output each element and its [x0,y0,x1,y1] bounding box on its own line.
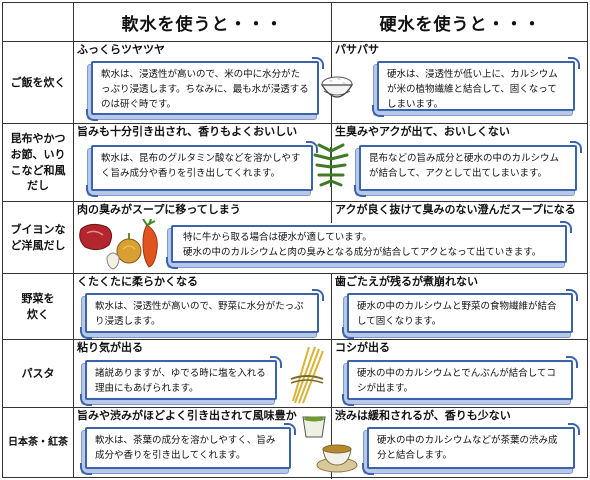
row-divider [3,407,587,408]
dashi-hard-note: 昆布などの旨み成分と硬水の中のカルシウムが結合して、アクとして出てしまいます。 [354,141,582,197]
bouillon-text-2: 硬水の中のカルシウムと肉の臭みとなる成分が結合してアクとなって出ていきます。 [183,247,542,258]
vegetables-soft-text: 軟水は、浸透性が高いので、野菜に水分がたっぷり浸透します。 [95,301,304,327]
row-label-vegetables: 野菜を炊く [3,274,73,339]
pasta-hard-note: 硬水の中のカルシウムとでんぷんが結合してコシが出ます。 [342,356,578,406]
row-label-dashi-text: 昆布やかつお節、いりこなど和風だし [10,131,66,193]
row-label-bouillon-text: ブイヨンなど洋風だし [10,222,66,252]
pasta-soft-note: 諸説ありますが、ゆでる時に塩を入れる理由にもあげられます。 [80,356,282,406]
column-divider [331,3,332,201]
row-label-vegetables-text: 野菜を炊く [21,291,55,321]
dashi-hard-headline: 生臭みやアクが出て、おいしくない [335,125,510,138]
row-label-dashi: 昆布やかつお節、いりこなど和風だし [3,124,73,201]
row-divider [3,273,587,274]
rice-soft-note: 軟水は、浸透性が高いので、米の中に水分がたっぷり浸透します。ちなみに、最も水が浸… [86,57,324,121]
vegetables-hard-text: 硬水の中のカルシウムと野菜の食物繊維が結合して固くなります。 [357,301,557,327]
rice-bowl-icon [320,76,354,98]
pasta-hard-headline: コシが出る [335,341,390,354]
pasta-soft-text: 諸説ありますが、ゆでる時に塩を入れる理由にもあげられます。 [95,368,266,394]
pasta-soft-headline: 粘り気が出る [77,341,143,354]
tea-hard-note: 硬水の中のカルシウムなどが茶葉の渋み成分と結合します。 [362,423,580,475]
meat-onion-garlic-carrot-icon [79,219,158,270]
pasta-hard-text: 硬水の中のカルシウムとでんぷんが結合してコシが出ます。 [357,368,556,394]
soft-water-header: 軟水を使うと・・・ [121,14,284,35]
column-divider [331,273,332,479]
row-label-pasta: パスタ [21,366,55,380]
bouillon-text-1: 特に牛から取る場合は硬水が適しています。 [183,232,372,243]
bouillon-hard-headline: アクが良く抜けて臭みのない澄んだスープになる [335,203,576,216]
dashi-hard-text: 昆布などの旨み成分と硬水の中のカルシウムが結合して、アクとして出てしまいます。 [369,153,560,179]
kelp-icon [313,143,349,187]
dashi-soft-headline: 旨みも十分引き出され、香りもよくおいしい [77,125,298,138]
tea-cups-icon [302,416,358,473]
row-divider [3,201,587,202]
vegetables-soft-headline: くたくたに柔らかくなる [77,275,198,288]
dashi-soft-text: 軟水は、昆布のグルタミン酸などを溶かしやすく旨み成分や香りを引き出してくれます。 [101,153,301,179]
vegetables-hard-headline: 歯ごたえが残るが煮崩れない [335,275,478,288]
row-label-tea: 日本茶・紅茶 [8,437,68,449]
tea-soft-text: 軟水は、茶葉の成分を溶かしやすく、旨み成分や香りを引き出してくれます。 [95,435,276,461]
rice-hard-note: 硬水は、浸透性が低い上に、カルシウムが米の植物繊維と結合して、固くなってしまいま… [372,57,580,117]
tea-soft-note: 軟水は、茶葉の成分を溶かしやすく、旨み成分や香りを引き出してくれます。 [80,423,296,475]
bouillon-note: 特に牛から取る場合は硬水が適しています。 硬水の中のカルシウムと肉の臭みとなる成… [166,221,572,269]
row-label-rice: ご飯を炊く [10,75,66,89]
row-divider [3,339,587,340]
rice-soft-text: 軟水は、浸透性が高いので、米の中に水分がたっぷり浸透します。ちなみに、最も水が浸… [101,69,309,110]
column-divider [73,3,74,477]
column-divider [331,201,332,223]
tea-hard-text: 硬水の中のカルシウムなどが茶葉の渋み成分と結合します。 [377,435,558,461]
rice-hard-text: 硬水は、浸透性が低い上に、カルシウムが米の植物繊維と結合して、固くなってしまいま… [387,69,558,110]
rice-soft-headline: ふっくらツヤツヤ [77,43,165,56]
tea-soft-headline: 旨みや渋みがほどよく引き出されて風味豊か [77,409,297,422]
pasta-icon [290,346,324,404]
row-label-bouillon: ブイヨンなど洋風だし [3,202,73,273]
tea-hard-headline: 渋みは緩和されるが、香りも少ない [335,409,511,422]
bouillon-soft-headline: 肉の臭みがスープに移ってしまう [77,203,241,216]
rice-hard-headline: パサパサ [335,43,379,56]
vegetables-soft-note: 軟水は、浸透性が高いので、野菜に水分がたっぷり浸透します。 [80,289,324,339]
dashi-soft-note: 軟水は、昆布のグルタミン酸などを溶かしやすく旨み成分や香りを引き出してくれます。 [86,141,318,197]
vegetables-hard-note: 硬水の中のカルシウムと野菜の食物繊維が結合して固くなります。 [342,289,578,339]
hard-water-header: 硬水を使うと・・・ [379,14,542,35]
row-divider [3,41,587,42]
row-divider [3,123,587,124]
